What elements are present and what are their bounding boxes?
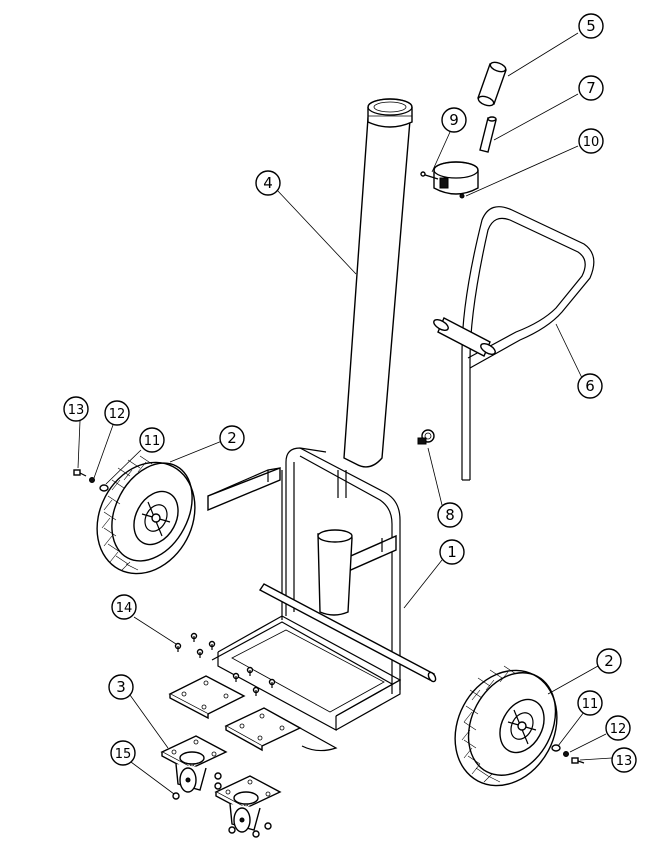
part-9-pin [420, 171, 439, 180]
callout-label: 4 [263, 174, 273, 192]
callout-12-right: 12 [605, 715, 631, 741]
callout-10: 10 [578, 128, 604, 154]
callout-14: 14 [111, 594, 137, 620]
part-2-wheel-right [454, 665, 558, 787]
parts-11-12-13-left [73, 469, 109, 492]
parts-11-12-13-right [551, 744, 585, 764]
leader-lines [77, 32, 613, 795]
callout-label: 9 [449, 111, 459, 129]
part-3-caster-a [160, 735, 228, 793]
callout-label: 5 [586, 17, 596, 35]
callout-label: 7 [586, 79, 596, 97]
callout-11-left: 11 [139, 427, 165, 453]
callout-1: 1 [439, 539, 465, 565]
callout-label: 12 [610, 722, 627, 737]
part-14-bolts [174, 632, 276, 696]
callout-4: 4 [255, 170, 281, 196]
callout-5: 5 [578, 13, 604, 39]
part-15-nuts [172, 772, 272, 838]
callout-label: 12 [109, 407, 126, 422]
callout-label: 10 [583, 135, 600, 150]
callout-label: 14 [116, 601, 133, 616]
callout-9: 9 [441, 107, 467, 133]
callout-3: 3 [108, 674, 134, 700]
callout-7: 7 [578, 75, 604, 101]
callout-label: 6 [585, 377, 595, 395]
part-4-pipe [343, 98, 413, 468]
callout-label: 13 [68, 403, 85, 418]
callout-6: 6 [577, 373, 603, 399]
callout-label: 1 [447, 543, 457, 561]
callout-label: 3 [116, 678, 126, 696]
callout-label: 13 [616, 754, 633, 769]
callout-2-right: 2 [596, 648, 622, 674]
callout-label: 11 [144, 434, 161, 449]
callout-label: 11 [582, 697, 599, 712]
part-1-frame [168, 447, 437, 752]
callout-2-left: 2 [219, 425, 245, 451]
callout-12-left: 12 [104, 400, 130, 426]
callout-13-left: 13 [63, 396, 89, 422]
part-10-clamp-collar [433, 161, 479, 199]
part-5-tube [477, 61, 507, 107]
part-6-handle [433, 206, 595, 481]
callout-label: 2 [604, 652, 614, 670]
part-7-rod [479, 116, 497, 153]
callout-label: 15 [115, 747, 132, 762]
callout-13-right: 13 [611, 747, 637, 773]
callout-label: 8 [445, 506, 455, 524]
part-3-caster-b [214, 775, 282, 833]
callout-15: 15 [110, 740, 136, 766]
part-2-wheel-left [96, 455, 196, 575]
callout-11-right: 11 [577, 690, 603, 716]
part-8-knob [417, 429, 435, 445]
callout-8: 8 [437, 502, 463, 528]
callout-label: 2 [227, 429, 237, 447]
callouts: 5 7 9 10 4 6 13 12 11 2 8 1 14 3 2 11 12… [63, 13, 637, 773]
